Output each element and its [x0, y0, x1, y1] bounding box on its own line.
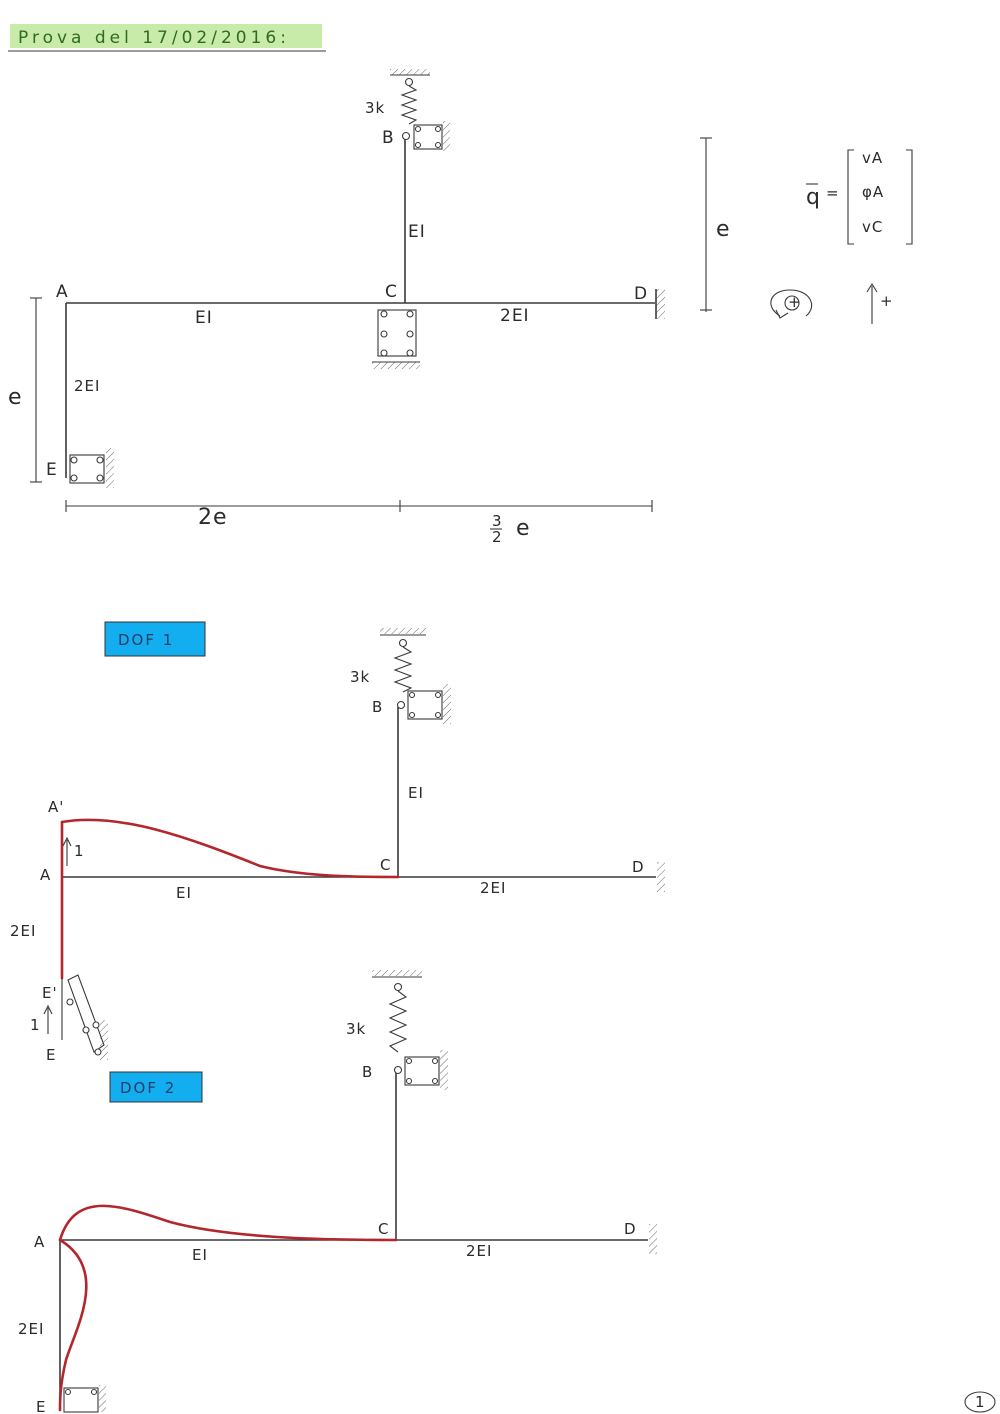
- dimension-frac-num: 3: [492, 512, 503, 530]
- vector-entry-phiA: φA: [862, 183, 884, 201]
- dof1-node-C: C: [380, 856, 391, 874]
- dof2-deformed-column: [58, 1238, 88, 1412]
- dimension-horizontal: 2e 3 2 e: [65, 500, 653, 546]
- dof2-node-E: E: [36, 1398, 46, 1414]
- vector-entry-vC: vC: [862, 218, 883, 236]
- slider-support-B: [413, 121, 450, 151]
- dof2-stiffness-CD: 2EI: [466, 1242, 492, 1260]
- dof2-spring-label: 3k: [346, 1020, 366, 1038]
- dof2-diagram: DOF 2 A B C D E: [18, 970, 657, 1414]
- dof2-stiffness-AE: 2EI: [18, 1320, 44, 1338]
- rotation-sign-icon: +: [770, 289, 813, 319]
- dof2-spring-B: [372, 970, 448, 1090]
- stiffness-AE-label: 2EI: [74, 377, 100, 395]
- dof1-unit-arrow-top-icon: 1: [62, 836, 85, 866]
- vector-symbol: q: [806, 185, 821, 210]
- page-number-label: 1: [975, 1393, 986, 1411]
- double-slider-support-C: [372, 309, 420, 369]
- dof1-stiffness-AE: 2EI: [10, 922, 36, 940]
- dof1-label: DOF 1: [118, 631, 174, 649]
- dof2-support-E: [63, 1385, 106, 1413]
- dof1-support-E: [61, 974, 108, 1060]
- stiffness-AC-label: EI: [195, 308, 213, 328]
- node-B-label: B: [382, 128, 395, 148]
- dimension-frac-symbol: e: [516, 516, 531, 541]
- dof1-diagram: DOF 1: [10, 621, 665, 1064]
- dof1-node-E-prime: E': [42, 984, 58, 1002]
- dof1-spring-B: [380, 628, 451, 724]
- dimension-frac-den: 2: [492, 528, 503, 546]
- vector-entry-vA: vA: [862, 149, 883, 167]
- dof1-node-A-prime: A': [48, 798, 64, 816]
- dof1-node-E: E: [46, 1046, 56, 1064]
- page-number: 1: [964, 1391, 996, 1413]
- dof2-stiffness-AC: EI: [192, 1246, 208, 1264]
- spring-stiffness-label: 3k: [365, 99, 385, 117]
- dimension-left-label: e: [8, 385, 23, 410]
- node-C-label: C: [385, 282, 398, 302]
- dof2-node-B: B: [362, 1063, 373, 1081]
- dof1-unit-bottom-label: 1: [30, 1016, 41, 1034]
- structure-diagram: A B C D E 3k EI EI 2EI 2EI 2e 3 2 e e: [8, 69, 913, 546]
- dimension-vertical-left: e: [8, 297, 42, 483]
- dof2-node-C: C: [378, 1220, 389, 1238]
- node-E-label: E: [46, 460, 58, 480]
- dof1-node-B: B: [372, 698, 383, 716]
- dof2-node-A: A: [34, 1233, 45, 1251]
- dof1-node-A: A: [40, 866, 51, 884]
- fixed-support-D: [656, 289, 665, 319]
- vector-equals: =: [826, 184, 840, 202]
- dof2-label-box: [109, 1071, 203, 1103]
- title-highlight: [10, 24, 322, 48]
- dof1-stiffness-AC: EI: [176, 884, 192, 902]
- dof1-stiffness-BC: EI: [408, 784, 424, 802]
- dimension-right-label: e: [716, 217, 731, 242]
- dof1-unit-arrow-bottom-icon: 1: [30, 1004, 53, 1034]
- dof2-fixed-support-D: [649, 1224, 657, 1254]
- page-title: Prova del 17/02/2016:: [18, 28, 290, 48]
- dof1-unit-top-label: 1: [74, 842, 85, 860]
- dof2-deformed-beam: [58, 1204, 398, 1242]
- stiffness-BC-label: EI: [408, 222, 426, 242]
- node-A-label: A: [56, 282, 69, 302]
- dof2-label: DOF 2: [120, 1079, 176, 1097]
- dof1-node-D: D: [632, 858, 645, 876]
- vertical-sign-label: +: [880, 292, 894, 310]
- dimension-vertical-right: e: [700, 137, 731, 312]
- dof1-stiffness-CD: 2EI: [480, 879, 506, 897]
- slider-support-E: [69, 448, 114, 488]
- spring-B: [390, 69, 430, 141]
- dof1-fixed-support-D: [657, 862, 665, 892]
- dof1-label-box: [104, 621, 206, 657]
- dof1-spring-label: 3k: [350, 668, 370, 686]
- vertical-sign-arrow-icon: +: [866, 282, 894, 324]
- rotation-sign-label: +: [788, 293, 802, 311]
- dof1-deformed-beam: [60, 818, 400, 879]
- dimension-2e-label: 2e: [198, 505, 228, 530]
- dof2-node-D: D: [624, 1220, 637, 1238]
- stiffness-CD-label: 2EI: [500, 306, 530, 326]
- node-D-label: D: [634, 284, 648, 304]
- dof-vector: q = vA φA vC: [806, 149, 913, 245]
- header: Prova del 17/02/2016:: [8, 24, 326, 52]
